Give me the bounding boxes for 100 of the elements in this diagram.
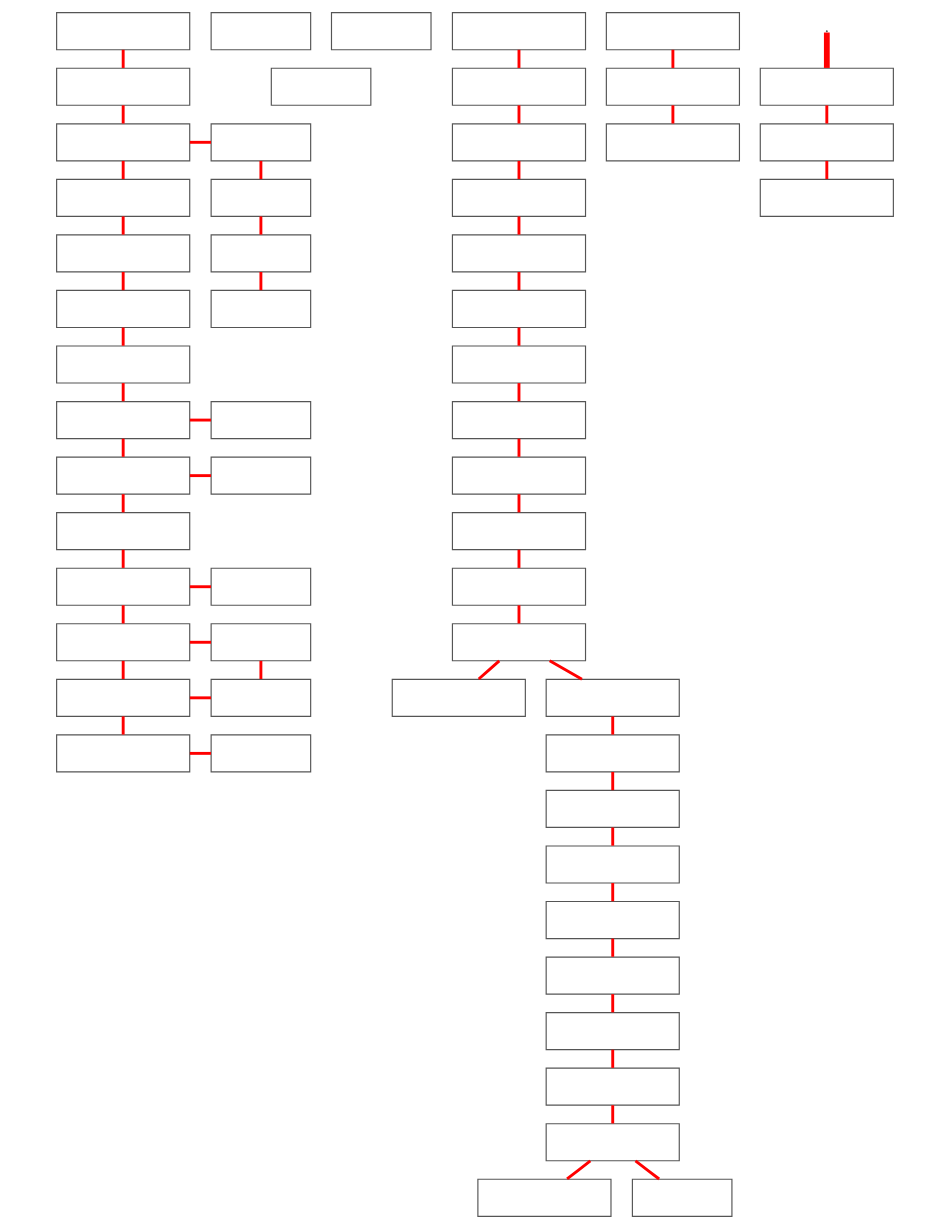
- connector: [671, 49, 675, 68]
- node-box: [210, 12, 312, 51]
- node-box: [451, 234, 587, 273]
- connector: [517, 49, 521, 68]
- node-box: [631, 1178, 733, 1217]
- node-box: [56, 734, 191, 773]
- node-box: [56, 67, 191, 106]
- connector: [189, 585, 211, 589]
- node-box: [605, 123, 741, 162]
- connector: [189, 751, 211, 755]
- connector: [121, 605, 125, 624]
- connector: [517, 105, 521, 124]
- node-box: [545, 789, 680, 829]
- connector: [517, 327, 521, 346]
- node-box: [545, 1012, 680, 1051]
- connector: [121, 383, 125, 402]
- node-box: [545, 900, 680, 940]
- node-box: [56, 623, 191, 662]
- node-box: [210, 400, 312, 440]
- connector: [517, 494, 521, 513]
- node-box: [56, 400, 191, 440]
- node-box: [451, 178, 587, 217]
- node-box: [759, 123, 894, 162]
- node-box: [210, 234, 312, 273]
- node-box: [56, 456, 191, 495]
- connector: [259, 160, 263, 180]
- node-box: [451, 123, 587, 162]
- node-box: [210, 567, 312, 606]
- connector: [121, 438, 125, 457]
- connector: [189, 474, 211, 478]
- connector: [121, 660, 125, 679]
- node-box: [56, 567, 191, 606]
- connector: [121, 272, 125, 291]
- node-box: [451, 67, 587, 106]
- node-box: [56, 345, 191, 384]
- connector: [121, 327, 125, 346]
- connector: [634, 1159, 660, 1181]
- connector: [611, 827, 615, 846]
- node-box: [391, 678, 526, 717]
- node-box: [451, 345, 587, 384]
- connector: [121, 160, 125, 180]
- connector: [566, 1159, 592, 1181]
- node-box: [270, 67, 372, 106]
- node-box: [210, 678, 312, 717]
- node-box: [545, 678, 680, 717]
- node-box: [545, 845, 680, 884]
- node-box: [210, 178, 312, 217]
- node-box: [210, 623, 312, 662]
- connector: [517, 383, 521, 402]
- connector: [259, 660, 263, 679]
- node-box: [451, 400, 587, 440]
- connector: [189, 140, 211, 144]
- connector: [823, 32, 830, 68]
- connector: [121, 105, 125, 124]
- node-box: [545, 956, 680, 995]
- node-box: [545, 1123, 680, 1162]
- connector: [611, 994, 615, 1013]
- node-box: [545, 734, 680, 773]
- connector: [611, 1105, 615, 1124]
- connector: [517, 272, 521, 291]
- connector: [477, 659, 501, 681]
- connector: [611, 1049, 615, 1068]
- connector: [611, 771, 615, 791]
- connector: [671, 105, 675, 124]
- connector: [121, 494, 125, 513]
- node-box: [56, 123, 191, 162]
- node-box: [56, 512, 191, 551]
- node-box: [56, 234, 191, 273]
- node-box: [759, 67, 894, 106]
- node-box: [605, 12, 741, 51]
- connector: [121, 49, 125, 68]
- connector: [259, 272, 263, 291]
- connector: [825, 105, 829, 124]
- connector: [517, 605, 521, 624]
- node-box: [56, 178, 191, 217]
- node-box: [605, 67, 741, 106]
- connector: [611, 883, 615, 902]
- connector: [189, 418, 211, 422]
- connector: [517, 160, 521, 180]
- connector: [121, 716, 125, 735]
- connector: [517, 549, 521, 568]
- node-box: [759, 178, 894, 217]
- node-box: [451, 512, 587, 551]
- connector: [611, 938, 615, 957]
- node-box: [56, 12, 191, 51]
- connector: [189, 640, 211, 644]
- node-box: [210, 289, 312, 329]
- connector: [517, 438, 521, 457]
- connector: [121, 549, 125, 568]
- connector: [611, 716, 615, 735]
- connector: [825, 160, 829, 180]
- node-box: [210, 734, 312, 773]
- node-box: [56, 289, 191, 329]
- node-box: [451, 12, 587, 51]
- connector: [259, 216, 263, 235]
- node-box: [330, 12, 432, 51]
- node-box: [477, 1178, 612, 1217]
- node-box: [451, 289, 587, 329]
- node-box: [210, 123, 312, 162]
- connector: [548, 659, 583, 681]
